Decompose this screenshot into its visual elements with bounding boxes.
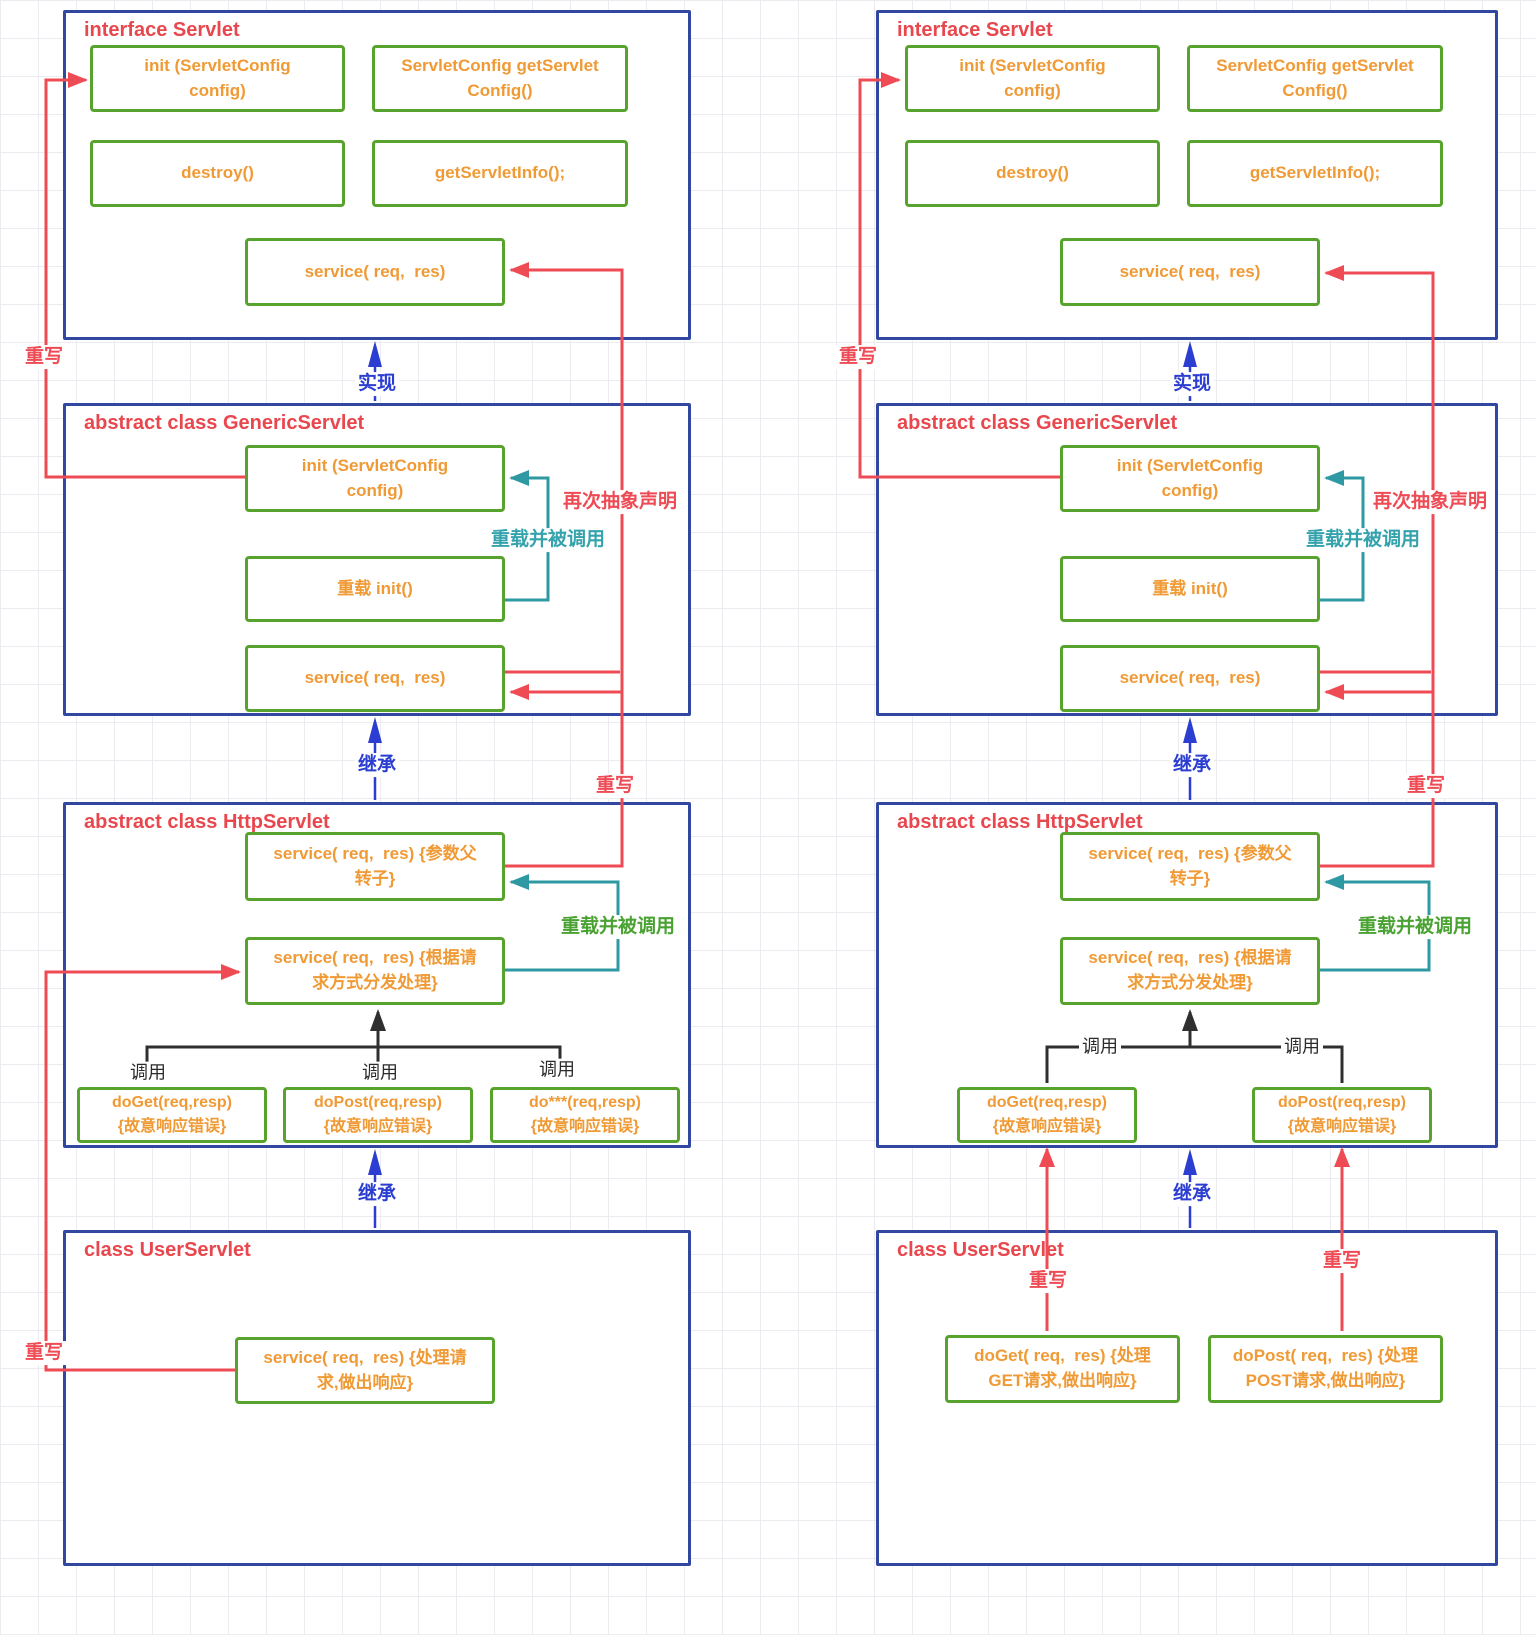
left-call-label-dostar: 调用 — [536, 1058, 578, 1082]
right-extends-label-generic: 继承 — [1169, 753, 1215, 777]
right-generic-service-method: service( req, res) — [1060, 645, 1320, 712]
right-redeclare-label: 再次抽象声明 — [1369, 490, 1491, 514]
right-user-dopost-method: doPost( req, res) {处理 POST请求,做出响应} — [1208, 1335, 1443, 1403]
left-genericservlet-title: abstract class GenericServlet — [84, 412, 365, 434]
right-implements-label: 实现 — [1169, 372, 1215, 396]
left-interface-getservletconfig-method: ServletConfig getServlet Config() — [372, 45, 628, 112]
right-http-doget-method: doGet(req,resp) {故意响应错误} — [957, 1087, 1137, 1143]
right-override-init-label: 重写 — [835, 345, 881, 369]
left-interface-servlet-title: interface Servlet — [84, 19, 240, 41]
left-generic-service-method: service( req, res) — [245, 645, 505, 712]
right-overload-called-label-init: 重载并被调用 — [1302, 528, 1424, 552]
right-http-dopost-method: doPost(req,resp) {故意响应错误} — [1252, 1087, 1432, 1143]
right-interface-servlet-title: interface Servlet — [897, 19, 1053, 41]
left-generic-overload-init-method: 重载 init() — [245, 556, 505, 622]
left-extends-label-generic: 继承 — [354, 753, 400, 777]
left-interface-destroy-method: destroy() — [90, 140, 345, 207]
left-http-service-dispatch-method: service( req, res) {根据请 求方式分发处理} — [245, 937, 505, 1005]
left-httpservlet-title: abstract class HttpServlet — [84, 811, 330, 833]
left-userservlet-title: class UserServlet — [84, 1239, 251, 1261]
right-userservlet-title: class UserServlet — [897, 1239, 1064, 1261]
right-override-doget-label: 重写 — [1025, 1269, 1071, 1293]
left-interface-service-method: service( req, res) — [245, 238, 505, 306]
left-http-service-parent-method: service( req, res) {参数父 转子} — [245, 832, 505, 901]
right-interface-destroy-method: destroy() — [905, 140, 1160, 207]
left-extends-label-user: 继承 — [354, 1182, 400, 1206]
right-interface-service-method: service( req, res) — [1060, 238, 1320, 306]
left-http-dopost-method: doPost(req,resp) {故意响应错误} — [283, 1087, 473, 1143]
left-overload-called-label-init: 重载并被调用 — [487, 528, 609, 552]
left-interface-getservletinfo-method: getServletInfo(); — [372, 140, 628, 207]
right-interface-getservletinfo-method: getServletInfo(); — [1187, 140, 1443, 207]
right-http-service-parent-method: service( req, res) {参数父 转子} — [1060, 832, 1320, 901]
right-override-service-label: 重写 — [1403, 774, 1449, 798]
left-override-service-label: 重写 — [592, 774, 638, 798]
right-interface-init-method: init (ServletConfig config) — [905, 45, 1160, 112]
left-override-init-label: 重写 — [21, 345, 67, 369]
left-user-service-method: service( req, res) {处理请 求,做出响应} — [235, 1337, 495, 1404]
left-call-label-doget: 调用 — [127, 1061, 169, 1085]
right-generic-overload-init-method: 重载 init() — [1060, 556, 1320, 622]
left-override-user-label: 重写 — [21, 1341, 67, 1365]
left-interface-init-method: init (ServletConfig config) — [90, 45, 345, 112]
left-call-label-dopost: 调用 — [359, 1061, 401, 1085]
right-call-label-doget: 调用 — [1079, 1035, 1121, 1059]
right-httpservlet-title: abstract class HttpServlet — [897, 811, 1143, 833]
left-http-doget-method: doGet(req,resp) {故意响应错误} — [77, 1087, 267, 1143]
right-extends-label-user: 继承 — [1169, 1182, 1215, 1206]
right-override-dopost-label: 重写 — [1319, 1249, 1365, 1273]
right-call-label-dopost: 调用 — [1281, 1035, 1323, 1059]
right-genericservlet-title: abstract class GenericServlet — [897, 412, 1178, 434]
right-http-service-dispatch-method: service( req, res) {根据请 求方式分发处理} — [1060, 937, 1320, 1005]
left-implements-label: 实现 — [354, 372, 400, 396]
right-generic-init-method: init (ServletConfig config) — [1060, 445, 1320, 512]
right-user-doget-method: doGet( req, res) {处理 GET请求,做出响应} — [945, 1335, 1180, 1403]
left-overload-called-label-service: 重载并被调用 — [557, 915, 679, 939]
right-interface-getservletconfig-method: ServletConfig getServlet Config() — [1187, 45, 1443, 112]
left-redeclare-label: 再次抽象声明 — [559, 490, 681, 514]
left-generic-init-method: init (ServletConfig config) — [245, 445, 505, 512]
right-overload-called-label-service: 重载并被调用 — [1354, 915, 1476, 939]
left-http-dostar-method: do***(req,resp) {故意响应错误} — [490, 1087, 680, 1143]
